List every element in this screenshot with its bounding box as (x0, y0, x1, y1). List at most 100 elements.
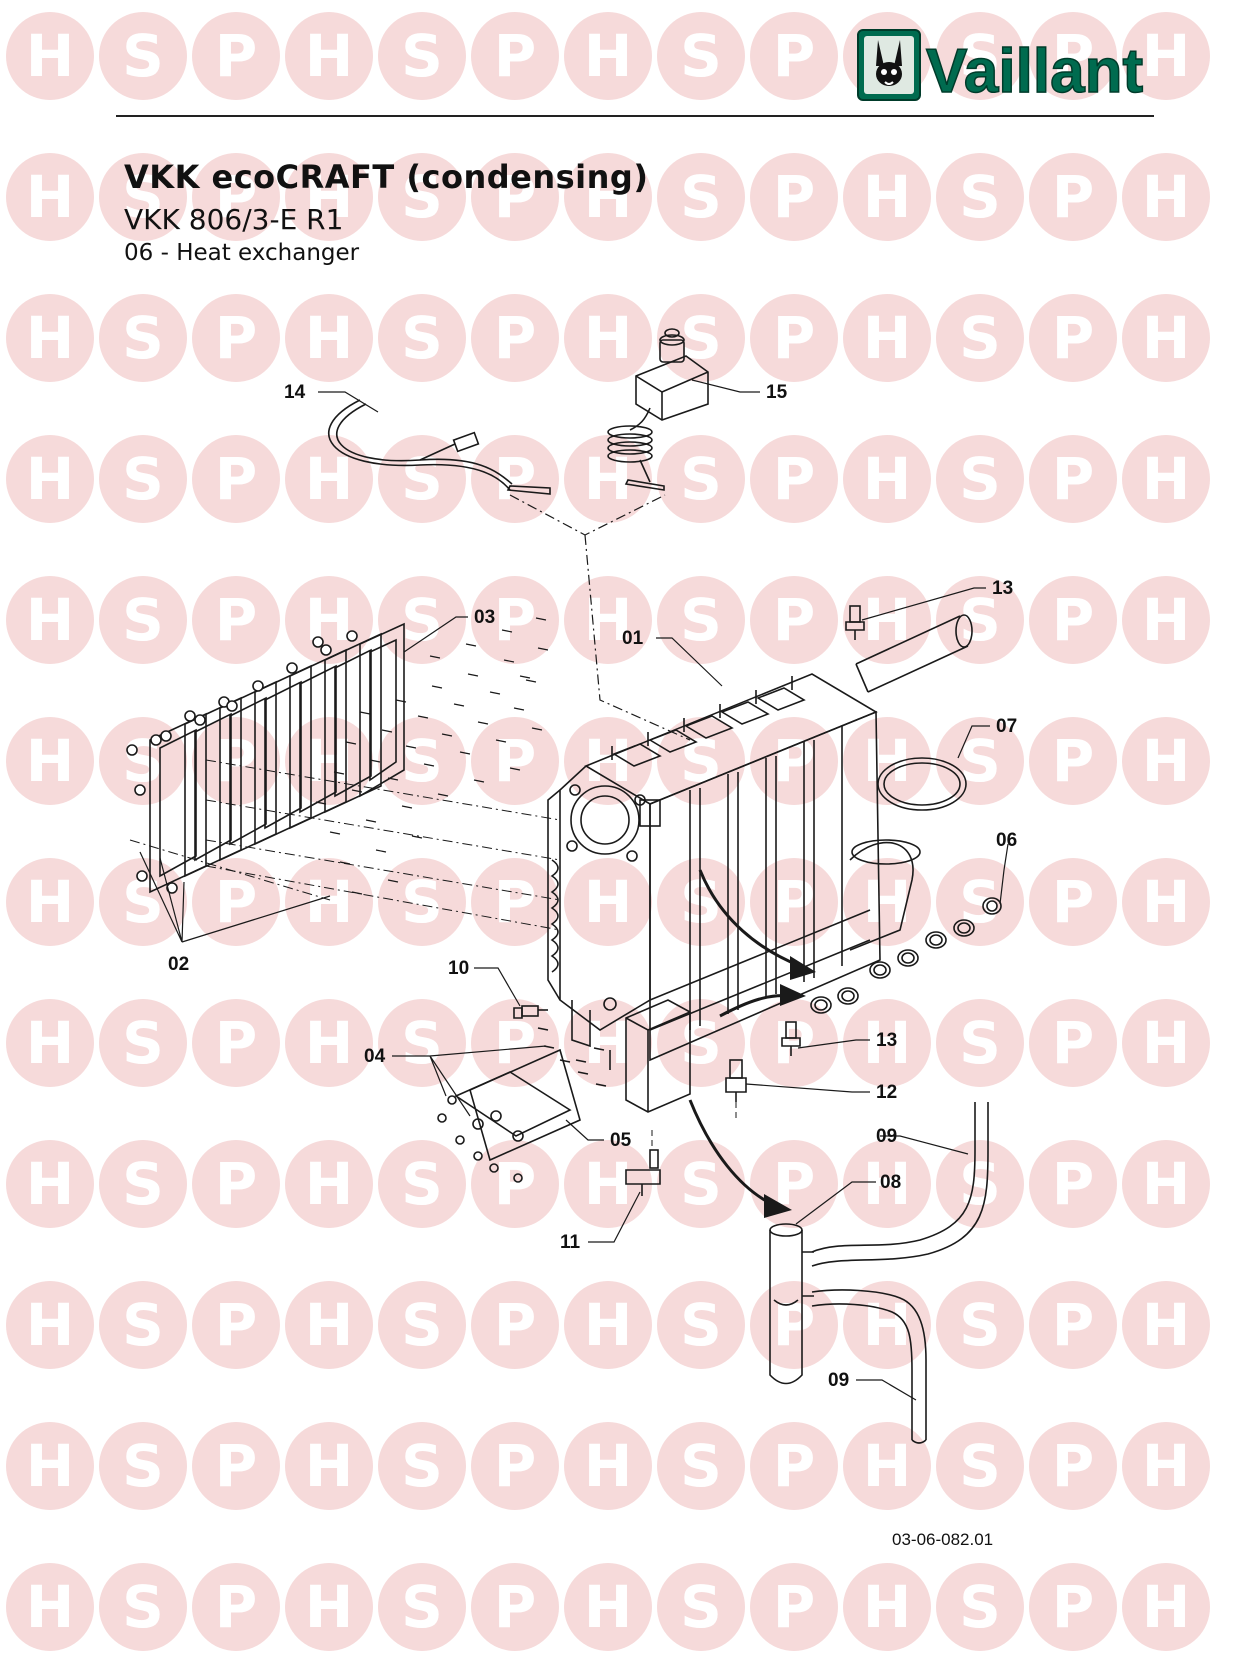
watermark-tile (1029, 1281, 1117, 1369)
watermark-letter: H (863, 163, 912, 231)
callouts: 14 15 13 03 01 07 06 02 10 13 04 12 05 0… (168, 382, 1017, 1391)
watermark-tile (285, 1563, 373, 1651)
part-11-drain-tap (625, 1149, 661, 1196)
svg-text:Vaillant: Vaillant (926, 37, 1143, 104)
watermark-letter: S (401, 304, 443, 372)
watermark-letter: H (1142, 22, 1191, 90)
watermark-letter: P (1052, 22, 1095, 90)
watermark-tile (99, 1140, 187, 1228)
part-14-sensor-cable (328, 399, 551, 495)
watermark-letter: H (1142, 163, 1191, 231)
watermark-letter: S (401, 586, 443, 654)
watermark-tile (750, 12, 838, 100)
watermark-tile (657, 12, 745, 100)
watermark-tile (1029, 153, 1117, 241)
watermark-letter: H (584, 304, 633, 372)
watermark-tile (564, 12, 652, 100)
watermark-letter: P (215, 1291, 258, 1359)
watermark-letter: S (680, 1150, 722, 1218)
watermark-letter: S (401, 1432, 443, 1500)
watermark-tile (843, 153, 931, 241)
watermark-letter: H (1142, 1432, 1191, 1500)
watermark-tile (750, 717, 838, 805)
page-title: VKK ecoCRAFT (condensing) (124, 158, 649, 196)
watermark-tile (564, 1422, 652, 1510)
watermark-letter: P (773, 304, 816, 372)
watermark-tile (99, 1281, 187, 1369)
watermark-letter: H (584, 1573, 633, 1641)
watermark-tile (1122, 1140, 1210, 1228)
part-02-studs (315, 617, 549, 895)
watermark-letter: S (959, 586, 1001, 654)
watermark-letter: H (1142, 586, 1191, 654)
watermark-letter: H (26, 1009, 75, 1077)
watermark-tile (657, 294, 745, 382)
watermark-tile (1029, 294, 1117, 382)
watermark-tile (378, 435, 466, 523)
watermark-tile (1029, 717, 1117, 805)
watermark-letter: H (584, 163, 633, 231)
watermark-tile (471, 435, 559, 523)
watermark-tile (192, 1140, 280, 1228)
watermark-letter: P (494, 163, 537, 231)
watermark-tile (6, 1563, 94, 1651)
watermark-letter: P (494, 304, 537, 372)
watermark-tile (564, 294, 652, 382)
watermark-tile (657, 1563, 745, 1651)
callout-12: 12 (876, 1082, 897, 1103)
watermark-letter: P (494, 1432, 537, 1500)
watermark-tile (564, 858, 652, 946)
callout-09-upper: 09 (876, 1126, 897, 1147)
watermark-tile (1122, 435, 1210, 523)
watermark-tile (1122, 12, 1210, 100)
watermark-tile (1122, 717, 1210, 805)
watermark-tile (192, 294, 280, 382)
watermark-tile (657, 1281, 745, 1369)
watermark-letter: H (863, 1150, 912, 1218)
watermark-tile (750, 1422, 838, 1510)
watermark-tile (1029, 576, 1117, 664)
watermark-tile (285, 153, 373, 241)
watermark-letter: P (773, 868, 816, 936)
watermark-letter: P (494, 1291, 537, 1359)
part-02-nuts (126, 630, 358, 894)
watermark-letter: H (584, 868, 633, 936)
watermark-tile (936, 1563, 1024, 1651)
watermark-tile (192, 435, 280, 523)
watermark-letter: S (959, 1009, 1001, 1077)
watermark-tile (378, 1563, 466, 1651)
watermark-tile (1029, 999, 1117, 1087)
watermark-letter: P (1052, 1573, 1095, 1641)
watermark-letter: P (494, 727, 537, 795)
watermark-letter: H (584, 1150, 633, 1218)
watermark-tile (936, 12, 1024, 100)
watermark-tile (99, 435, 187, 523)
watermark-letter: P (215, 1432, 258, 1500)
watermark-tile (843, 576, 931, 664)
watermark-tile (285, 1422, 373, 1510)
watermark-letter: S (122, 1291, 164, 1359)
watermark-letter: P (494, 22, 537, 90)
watermark-tile (843, 435, 931, 523)
watermark-letter: P (1052, 1432, 1095, 1500)
watermark-tile (192, 1281, 280, 1369)
watermark-tile (99, 858, 187, 946)
callout-06: 06 (996, 830, 1017, 851)
watermark-letter: H (863, 1291, 912, 1359)
watermark-tile (750, 858, 838, 946)
watermark-letter: H (26, 1573, 75, 1641)
watermark-letter: P (1052, 1009, 1095, 1077)
watermark-letter: H (584, 586, 633, 654)
watermark-letter: H (584, 22, 633, 90)
watermark-tile (564, 153, 652, 241)
watermark-tile (99, 576, 187, 664)
watermark-tile (936, 858, 1024, 946)
callout-13-lower: 13 (876, 1030, 897, 1051)
watermark-tile (471, 153, 559, 241)
watermark-letter: H (863, 445, 912, 513)
watermark-tile (657, 153, 745, 241)
part-13-air-vent-top (845, 605, 865, 640)
callout-10: 10 (448, 958, 469, 979)
watermark-tile (1122, 1281, 1210, 1369)
part-13-air-vent-lower (781, 1021, 801, 1056)
